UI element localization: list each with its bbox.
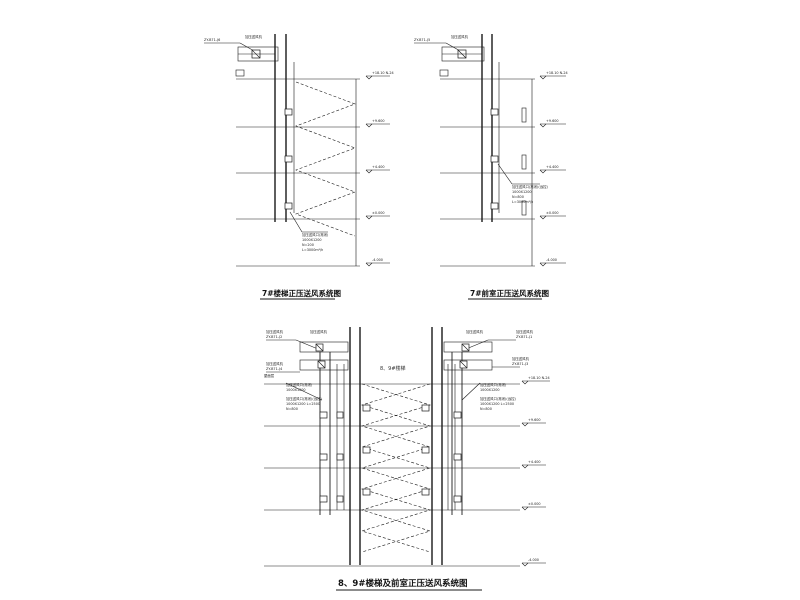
- air-outlet-icon: [336, 495, 344, 503]
- note-left-3: 加压送风口(常闭)(远控): [286, 396, 322, 401]
- air-outlet-icon: [284, 108, 293, 116]
- air-outlet-icon: [490, 202, 499, 210]
- diagram-stair-7: ZY-B71-J6 加压送风机 加压送风口(常闭) 1000X120: [204, 34, 394, 300]
- top-tag-left: 屋面层: [264, 373, 275, 378]
- fan-icon: [317, 360, 326, 369]
- air-outlet-icon: [453, 411, 462, 419]
- note-right-2: 1000X1200: [480, 388, 500, 392]
- elevation-marker-icon: +18.10 N-24: [521, 376, 550, 385]
- elevation-marker-icon: -4.000: [539, 258, 566, 267]
- diagram-title: 8、9#楼梯及前室正压送风系统图: [338, 578, 467, 589]
- note-left-4: 1000X1200 L=2500: [286, 402, 320, 406]
- elevation-label: ±0.000: [546, 211, 559, 215]
- elevation-marker-icon: ±0.000: [365, 211, 390, 220]
- air-outlet-icon: [490, 155, 499, 163]
- fan-code-left-2: ZY-B71-J4: [266, 367, 282, 371]
- air-outlet-icon: [284, 202, 293, 210]
- air-outlet-icon: [421, 488, 430, 496]
- fan-label-stair7: 加压送风机: [245, 34, 263, 39]
- air-outlet-icon: [319, 411, 328, 419]
- elevation-label: -4.000: [528, 558, 539, 562]
- note-front7-4: L=3000m³/h: [512, 200, 533, 204]
- elevation-label: +18.10 N-24: [528, 376, 550, 380]
- note-right-5: N=800: [480, 407, 492, 411]
- elevation-label: +9.600: [528, 418, 541, 422]
- elevation-marker-icon: +9.600: [365, 119, 390, 128]
- air-outlet-icon: [453, 495, 462, 503]
- air-outlet-icon: [490, 108, 499, 116]
- air-outlet-icon: [284, 155, 293, 163]
- fan-icon: [459, 360, 468, 369]
- air-outlet-icon: [362, 488, 371, 496]
- elevation-label: +9.600: [372, 119, 385, 123]
- fan-code-right-1: ZY-B71-J1: [516, 335, 532, 339]
- note-left-1: 加压送风口(常闭): [286, 382, 313, 387]
- elevation-marker-icon: +18.10 N-24: [539, 71, 568, 80]
- diagram-title: 7#楼梯正压送风系统图: [262, 288, 342, 298]
- elevation-marker-icon: ±0.000: [539, 211, 566, 220]
- fan-code-left-1: ZY-B71-J2: [266, 335, 282, 339]
- elevation-marker-icon: +9.600: [539, 119, 566, 128]
- elevation-label: -4.000: [372, 258, 383, 262]
- air-outlet-icon: [319, 453, 328, 461]
- note-stair7-2: 1000X1200: [302, 238, 322, 242]
- note-left-5: N=800: [286, 407, 298, 411]
- air-outlet-icon: [336, 411, 344, 419]
- note-front7-3: N=800: [512, 195, 524, 199]
- elevation-marker-icon: ±0.000: [521, 502, 546, 511]
- elevation-marker-icon: +9.600: [521, 418, 546, 427]
- elevation-label: +18.10 N-24: [546, 71, 568, 75]
- center-stair-label: 8、9#楼梯: [380, 365, 406, 372]
- note-left-2: 1000X1200: [286, 388, 306, 392]
- note-stair7-1: 加压送风口(常闭): [302, 232, 329, 237]
- note-stair7-4: L=3000m³/h: [302, 248, 323, 252]
- fan-label-front7: 加压送风机: [451, 34, 469, 39]
- fan-label-left-1: 加压送风机: [266, 329, 284, 334]
- elevation-label: +4.400: [546, 165, 559, 169]
- elevation-label: +18.10 N-24: [372, 71, 394, 75]
- note-front7-2: 1000X1200: [512, 190, 532, 194]
- elevation-label: +9.600: [546, 119, 559, 123]
- fan-label-left-top: 加压送风机: [310, 329, 328, 334]
- fan-code-stair7: ZY-B71-J6: [204, 38, 220, 42]
- note-stair7-3: N=200: [302, 243, 314, 247]
- fan-icon: [461, 343, 470, 352]
- note-right-3: 加压送风口(常闭)(远控): [480, 396, 516, 401]
- elevation-label: +4.400: [372, 165, 385, 169]
- elevation-marker-icon: -4.000: [365, 258, 390, 267]
- air-outlet-icon: [421, 404, 430, 412]
- fan-code-right-2: ZY-B71-J3: [512, 362, 528, 366]
- air-outlet-icon: [421, 446, 430, 454]
- fan-code-front7: ZY-B71-J5: [414, 38, 430, 42]
- fan-label-left-2: 加压送风机: [266, 361, 284, 366]
- note-front7-1: 加压送风口(常闭)(远控): [512, 184, 548, 189]
- note-right-4: 1000X1200 L=2500: [480, 402, 514, 406]
- diagram-front-room-7: ZY-B71-J5 加压送风机 加压送风口(常闭)(远控) 1000X1200 …: [414, 34, 568, 300]
- diagram-title: 7#前室正压送风系统图: [470, 288, 550, 298]
- elevation-label: +4.400: [528, 460, 541, 464]
- air-outlet-icon: [319, 495, 328, 503]
- elevation-label: -4.000: [546, 258, 557, 262]
- elevation-marker-icon: +18.10 N-24: [365, 71, 394, 80]
- air-outlet-icon: [453, 453, 462, 461]
- fan-label-right-top: 加压送风机: [466, 329, 484, 334]
- air-outlet-icon: [362, 404, 371, 412]
- air-outlet-icon: [362, 446, 371, 454]
- elevation-marker-icon: -4.000: [521, 558, 546, 567]
- fan-label-right-1: 加压送风机: [516, 329, 534, 334]
- air-outlet-icon: [336, 453, 344, 461]
- elevation-label: ±0.000: [372, 211, 385, 215]
- elevation-marker-icon: +4.400: [365, 165, 390, 174]
- fan-icon: [315, 343, 324, 352]
- elevation-marker-icon: +4.400: [521, 460, 546, 469]
- elevation-label: ±0.000: [528, 502, 541, 506]
- diagram-stair-front-8-9: 8、9#楼梯 加压送风机 ZY-B71-J2 加压送风机 加压送风机 ZY-B7…: [264, 327, 550, 591]
- fan-label-right-2: 加压送风机: [512, 356, 530, 361]
- elevation-marker-icon: +4.400: [539, 165, 566, 174]
- note-right-1: 加压送风口(常闭): [480, 382, 507, 387]
